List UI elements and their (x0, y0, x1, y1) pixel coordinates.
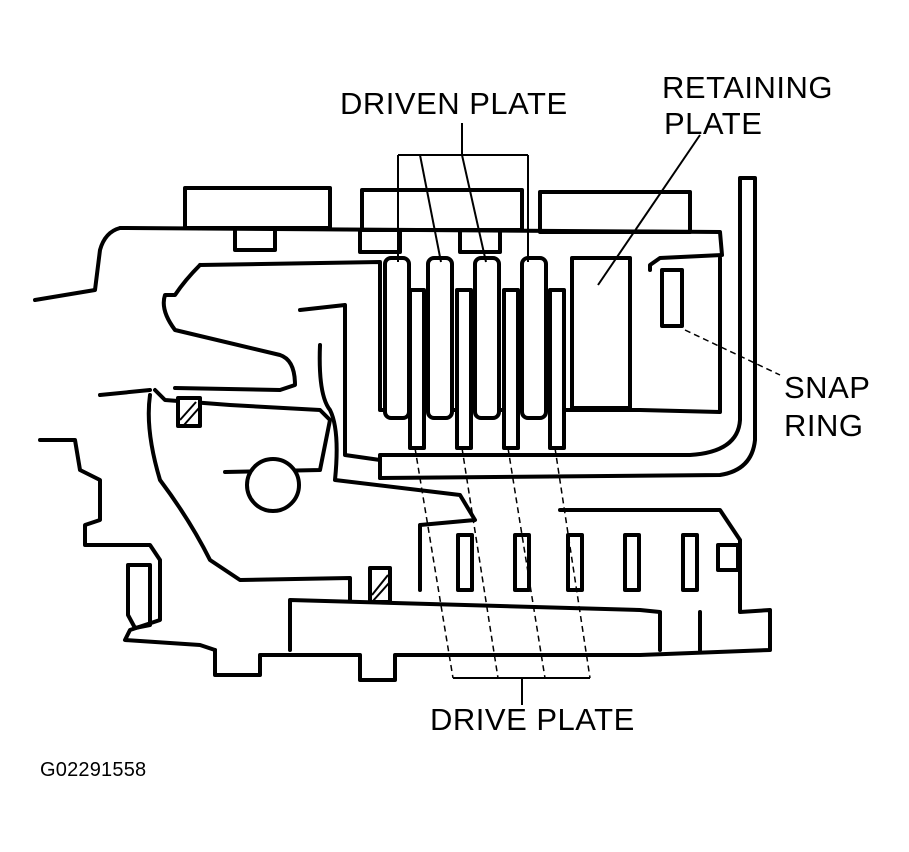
piston-lip (153, 388, 332, 474)
label-snap-ring-line2: RING (784, 408, 864, 443)
piston-inner (146, 393, 352, 602)
hub-left (38, 388, 217, 652)
clutch-plates (383, 256, 566, 450)
snap-ring (660, 268, 684, 328)
clutch-drum (33, 226, 724, 302)
label-driven-plate: DRIVEN PLATE (340, 86, 568, 121)
label-snap-ring-line1: SNAP (784, 370, 871, 405)
retaining-plate (570, 256, 632, 410)
figure-id: G02291558 (40, 759, 147, 781)
label-retaining-plate-line1: RETAINING (662, 70, 833, 105)
hub-spring (126, 563, 152, 630)
label-drive-plate: DRIVE PLATE (430, 702, 635, 737)
top-bosses (183, 186, 692, 254)
check-ball (245, 457, 301, 513)
piston (298, 303, 477, 592)
leader-lines (397, 123, 781, 705)
lower-spline-base (288, 598, 702, 652)
label-retaining-plate-line2: PLATE (664, 106, 763, 141)
seals (176, 396, 392, 604)
return-springs (456, 533, 740, 592)
